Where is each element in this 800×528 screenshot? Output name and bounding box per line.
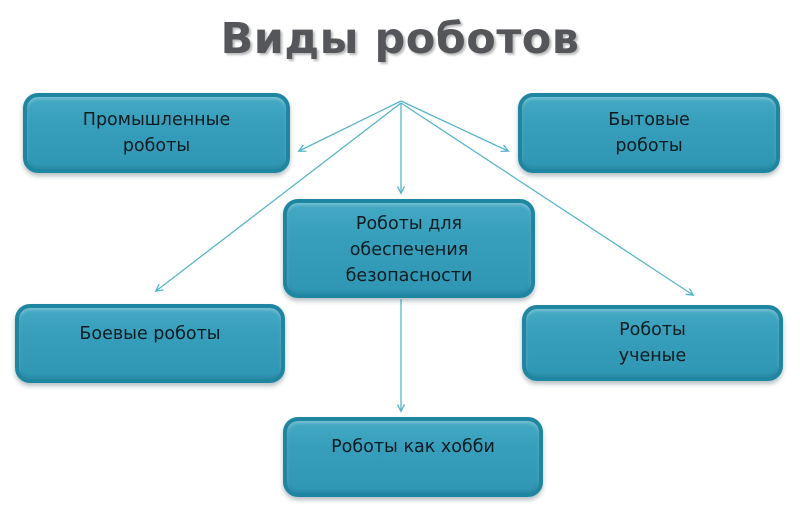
node-security-robots: Роботы для обеспечения безопасности xyxy=(283,199,535,298)
diagram-title: Виды роботов xyxy=(220,14,580,64)
connector-to-industrial xyxy=(297,100,402,152)
node-combat-robots-label: Боевые роботы xyxy=(79,324,221,344)
node-hobby-robots: Роботы как хобби xyxy=(283,417,543,497)
node-scientist-robots: Роботы ученые xyxy=(522,305,783,381)
node-household-robots: Бытовые роботы xyxy=(518,93,780,173)
node-household-robots-label: Бытовые роботы xyxy=(608,110,690,156)
node-security-robots-label: Роботы для обеспечения безопасности xyxy=(345,214,473,286)
connector-to-household xyxy=(400,100,510,153)
node-hobby-robots-label: Роботы как хобби xyxy=(331,437,495,457)
node-combat-robots: Боевые роботы xyxy=(15,304,285,383)
node-industrial-robots: Промышленные роботы xyxy=(23,93,290,173)
node-industrial-robots-label: Промышленные роботы xyxy=(82,110,231,156)
node-scientist-robots-label: Роботы ученые xyxy=(618,320,687,366)
